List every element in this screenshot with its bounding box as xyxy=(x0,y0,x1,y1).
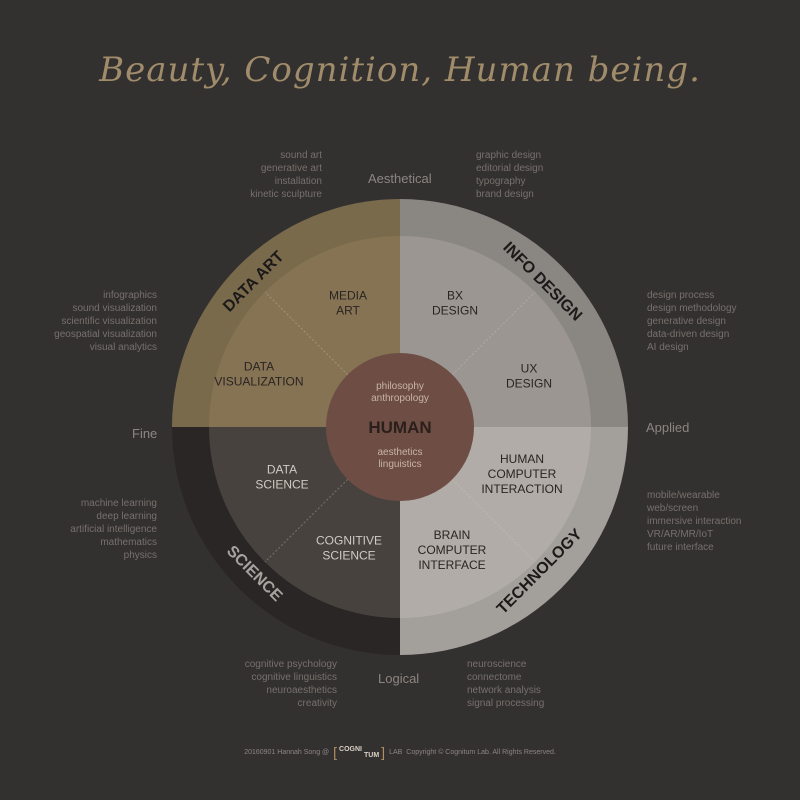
field-line: ART xyxy=(336,304,360,318)
axis-label-applied: Applied xyxy=(646,420,690,435)
keyword-item: mathematics xyxy=(100,537,157,548)
keyword-item: installation xyxy=(274,176,322,187)
keyword-item: visual analytics xyxy=(89,342,157,353)
keyword-item: connectome xyxy=(467,672,522,683)
center-top-line: anthropology xyxy=(371,393,429,404)
keyword-item: kinetic sculpture xyxy=(250,189,322,200)
field-line: INTERFACE xyxy=(418,558,485,572)
keyword-item: neuroscience xyxy=(467,659,527,670)
axis-label-logical: Logical xyxy=(378,671,420,686)
keyword-item: cognitive linguistics xyxy=(251,672,337,683)
keyword-item: network analysis xyxy=(467,685,541,696)
keywords-info-design-top: graphic design editorial design typography… xyxy=(476,149,543,201)
footer-copyright: Copyright © Cognitum Lab. All Rights Res… xyxy=(406,748,556,756)
keywords-data-art-side: infographics sound visualization scientifi… xyxy=(54,289,157,354)
cognitum-logo: [ COGNI TUM ] LAB xyxy=(333,744,403,760)
keyword-item: machine learning xyxy=(80,498,157,509)
field-line: DATA xyxy=(244,360,274,374)
center-top-line: philosophy xyxy=(376,381,424,392)
keyword-item: VR/AR/MR/IoT xyxy=(647,529,714,540)
keyword-item: scientific visualization xyxy=(61,316,157,327)
center-bottom-line: aesthetics xyxy=(377,447,422,458)
axis-label-aesthetical: Aesthetical xyxy=(368,171,432,186)
keyword-item: deep learning xyxy=(96,511,157,522)
keywords-info-design-side: design process design methodology generati… xyxy=(647,289,737,354)
field-line: INTERACTION xyxy=(481,482,562,496)
keyword-item: design process xyxy=(647,290,715,301)
keywords-technology-side: mobile/wearable web/screen immersive inter… xyxy=(647,489,741,554)
keyword-item: design methodology xyxy=(647,303,737,314)
keyword-item: future interface xyxy=(647,542,714,553)
keyword-item: AI design xyxy=(647,342,689,353)
field-line: VISUALIZATION xyxy=(214,375,303,389)
field-line: DATA xyxy=(267,463,297,477)
field-line: SCIENCE xyxy=(255,478,308,492)
field-line: MEDIA xyxy=(329,289,367,303)
footer: 20160901 Hannah Song @ [ COGNI TUM ] LAB… xyxy=(0,742,800,762)
keywords-technology-bottom: neuroscience connectome network analysis si… xyxy=(467,658,544,710)
keyword-item: graphic design xyxy=(476,150,542,161)
field-line: DESIGN xyxy=(432,304,478,318)
field-line: COMPUTER xyxy=(418,543,487,557)
keyword-item: creativity xyxy=(297,698,337,709)
field-line: SCIENCE xyxy=(322,549,375,563)
sector-divider xyxy=(264,478,349,563)
sector-divider xyxy=(451,291,536,376)
footer-credit: 20160901 Hannah Song @ xyxy=(244,748,330,756)
logo-text-tum: TUM xyxy=(364,751,380,759)
field-line: BX xyxy=(447,289,463,303)
center-bottom-line: linguistics xyxy=(378,459,421,470)
center-circle xyxy=(326,353,474,501)
keywords-data-art-top: sound art generative art installation kinet… xyxy=(250,149,322,201)
field-line: BRAIN xyxy=(434,528,471,542)
field-line: COMPUTER xyxy=(488,467,557,481)
center-label: HUMAN xyxy=(368,418,431,437)
keyword-item: brand design xyxy=(476,189,534,200)
keyword-item: generative design xyxy=(647,316,726,327)
logo-text-lab: LAB xyxy=(389,748,403,756)
sector-divider xyxy=(451,478,536,563)
keyword-item: immersive interaction xyxy=(647,516,742,527)
field-line: HUMAN xyxy=(500,452,544,466)
keyword-item: generative art xyxy=(260,163,322,174)
sector-divider xyxy=(264,291,349,376)
keywords-science-bottom: cognitive psychology cognitive linguistic… xyxy=(245,658,337,710)
keyword-item: typography xyxy=(476,176,526,187)
keyword-item: cognitive psychology xyxy=(244,659,337,670)
page-title: Beauty, Cognition, Human being. xyxy=(99,50,701,90)
keyword-item: sound art xyxy=(280,150,322,161)
field-line: DESIGN xyxy=(506,377,552,391)
keyword-item: physics xyxy=(123,550,157,561)
keywords-science-side: machine learning deep learning artificial … xyxy=(70,497,157,562)
keyword-item: neuroaesthetics xyxy=(266,685,337,696)
field-line: UX xyxy=(521,362,538,376)
keyword-item: web/screen xyxy=(647,503,699,514)
keyword-item: data-driven design xyxy=(647,329,730,340)
axis-label-fine: Fine xyxy=(132,426,158,441)
keyword-item: editorial design xyxy=(476,163,544,174)
keyword-item: mobile/wearable xyxy=(647,490,720,501)
keyword-item: infographics xyxy=(103,290,157,301)
keyword-item: signal processing xyxy=(467,698,545,709)
keyword-item: artificial intelligence xyxy=(70,524,157,535)
keyword-item: sound visualization xyxy=(72,303,158,314)
keyword-item: geospatial visualization xyxy=(54,329,157,340)
logo-text-cogni: COGNI xyxy=(339,745,362,753)
field-line: COGNITIVE xyxy=(316,534,382,548)
